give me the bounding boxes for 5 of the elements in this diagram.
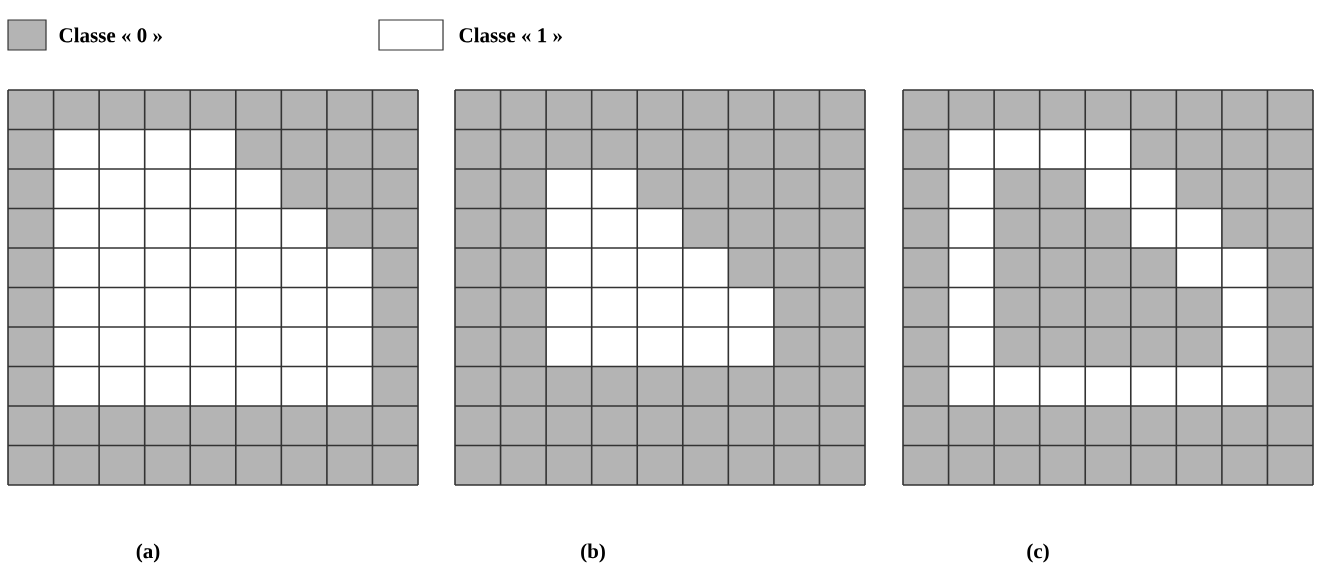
panel-caption: (a) [136,543,160,563]
legend-label: Classe « 1 » [459,27,562,43]
panel-caption: (c) [1027,543,1049,563]
legend-label: Classe « 0 » [59,27,162,43]
panel-caption: (b) [581,543,605,563]
